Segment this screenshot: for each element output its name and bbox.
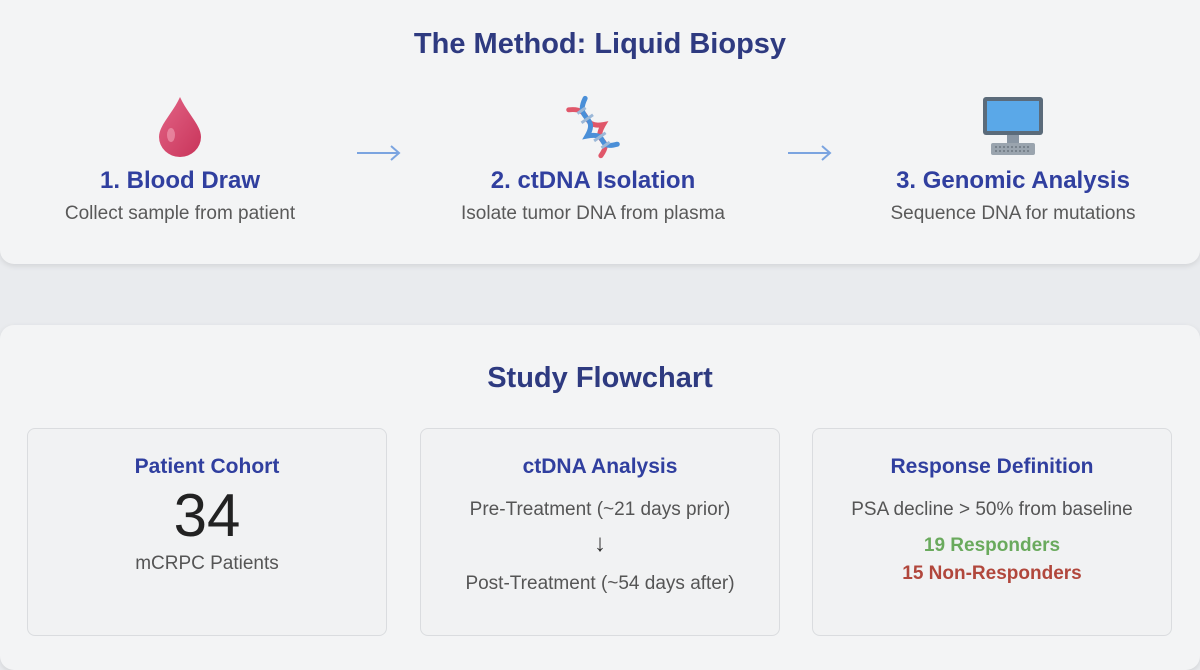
patient-label: mCRPC Patients [135, 553, 279, 574]
right-arrow-icon [788, 145, 832, 161]
step-desc: Isolate tumor DNA from plasma [461, 203, 725, 224]
computer-icon [843, 89, 1183, 159]
patient-cohort-card: Patient Cohort 34 mCRPC Patients [27, 428, 387, 636]
step-genomic-analysis: 3. Genomic Analysis Sequence DNA for mut… [843, 89, 1183, 225]
blood-drop-icon [10, 89, 350, 159]
right-arrow-icon [357, 145, 401, 161]
flowchart-title: Study Flowchart [487, 362, 713, 394]
step-blood-draw: 1. Blood Draw Collect sample from patien… [10, 89, 350, 225]
dna-icon [423, 89, 763, 159]
response-definition-card: Response Definition PSA decline > 50% fr… [812, 428, 1172, 636]
step-ctdna-isolation: 2. ctDNA Isolation Isolate tumor DNA fro… [423, 89, 763, 225]
down-arrow-icon: ↓ [594, 530, 606, 557]
method-title: The Method: Liquid Biopsy [413, 28, 787, 60]
ctdna-analysis-card: ctDNA Analysis Pre-Treatment (~21 days p… [420, 428, 780, 636]
step-desc: Collect sample from patient [64, 203, 296, 224]
responders-count: 19 Responders [923, 535, 1061, 556]
flowchart-panel: Study Flowchart Patient Cohort 34 mCRPC … [0, 325, 1200, 670]
card-title: ctDNA Analysis [522, 455, 678, 478]
non-responders-count: 15 Non-Responders [902, 563, 1082, 584]
method-panel: The Method: Liquid Biopsy 1. Blood Draw … [0, 0, 1200, 264]
step-name: 3. Genomic Analysis [896, 167, 1130, 194]
step-desc: Sequence DNA for mutations [890, 203, 1136, 224]
post-treatment-text: Post-Treatment (~54 days after) [465, 573, 735, 594]
step-name: 2. ctDNA Isolation [490, 167, 696, 194]
step-name: 1. Blood Draw [99, 167, 261, 194]
card-title: Patient Cohort [134, 455, 280, 478]
card-title: Response Definition [890, 455, 1094, 478]
patient-count: 34 [173, 482, 241, 549]
response-definition-text: PSA decline > 50% from baseline [851, 499, 1133, 520]
pre-treatment-text: Pre-Treatment (~21 days prior) [469, 499, 731, 520]
